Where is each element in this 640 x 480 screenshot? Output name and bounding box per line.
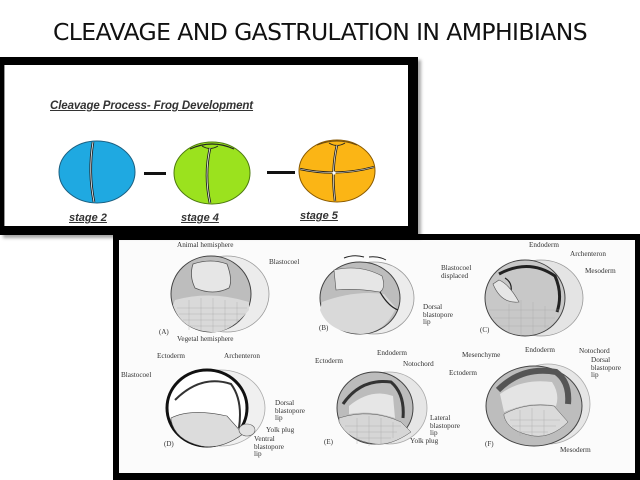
stage-4-label: stage 4 <box>181 212 219 224</box>
label-ectoderm-f: Ectoderm <box>449 369 477 377</box>
embryo-panel-f-illustration <box>485 363 591 447</box>
embryo-panel-d-illustration <box>165 368 266 448</box>
label-animal-hemisphere: Animal hemisphere <box>177 241 234 249</box>
egg-stage-2-illustration <box>58 140 136 204</box>
panel-letter-a: (A) <box>159 328 169 336</box>
egg-stage-5-illustration <box>298 139 376 203</box>
embryo-panel-c-illustration <box>484 259 584 337</box>
label-blastocoel-d: Blastocoel <box>121 371 152 379</box>
label-dorsal-blastopore-lip-f: Dorsal blastopore lip <box>591 356 621 380</box>
cleavage-figure-frame: Cleavage Process- Frog Development <box>0 57 418 235</box>
panel-letter-e: (E) <box>324 438 333 446</box>
embryo-panel-a-illustration <box>170 255 270 333</box>
label-mesoderm-c: Mesoderm <box>585 267 616 275</box>
label-mesenchyme: Mesenchyme <box>462 351 501 359</box>
label-vegetal-hemisphere: Vegetal hemisphere <box>177 335 234 343</box>
label-yolk-plug-d: Yolk plug <box>266 426 295 434</box>
slide-title: CLEAVAGE AND GASTRULATION IN AMPHIBIANS <box>52 18 588 46</box>
label-blastocoel-displaced: Blastocoel displaced <box>441 264 472 280</box>
label-blastocoel-a: Blastocoel <box>269 258 300 266</box>
label-endoderm-f: Endoderm <box>525 346 555 354</box>
stage-5-label: stage 5 <box>300 210 338 222</box>
stage-2-label: stage 2 <box>69 212 107 224</box>
label-yolk-plug-e: Yolk plug <box>410 437 439 445</box>
label-notochord-e: Notochord <box>403 360 434 368</box>
gastrulation-figure: Animal hemisphere Blastocoel Vegetal hem… <box>119 240 635 473</box>
label-dorsal-blastopore-lip-b: Dorsal blastopore lip <box>423 303 453 327</box>
label-ventral-blastopore-lip: Ventral blastopore lip <box>254 435 284 459</box>
label-archenteron-c: Archenteron <box>570 250 606 258</box>
cleavage-figure: Cleavage Process- Frog Development <box>4 65 408 226</box>
panel-letter-c: (C) <box>480 326 490 334</box>
egg-stage-4-illustration <box>173 141 251 205</box>
label-dorsal-blastopore-lip-d: Dorsal blastopore lip <box>275 399 305 423</box>
label-ectoderm-d: Ectoderm <box>157 352 185 360</box>
panel-letter-d: (D) <box>164 440 174 448</box>
embryo-panel-b-illustration <box>319 255 415 335</box>
cleavage-heading: Cleavage Process- Frog Development <box>50 100 254 112</box>
label-ectoderm-e: Ectoderm <box>315 357 343 365</box>
panel-letter-b: (B) <box>319 324 329 332</box>
label-mesoderm-f: Mesoderm <box>560 446 591 454</box>
embryo-panel-e-illustration <box>336 371 428 446</box>
label-endoderm-c: Endoderm <box>529 241 559 249</box>
label-lateral-blastopore-lip: Lateral blastopore lip <box>430 414 460 438</box>
separator-dash-1 <box>144 172 166 175</box>
label-archenteron-d: Archenteron <box>224 352 260 360</box>
gastrulation-figure-frame: Animal hemisphere Blastocoel Vegetal hem… <box>113 234 640 480</box>
label-endoderm-e: Endoderm <box>377 349 407 357</box>
separator-dash-2 <box>267 171 295 174</box>
label-notochord-f: Notochord <box>579 347 610 355</box>
panel-letter-f: (F) <box>485 440 494 448</box>
